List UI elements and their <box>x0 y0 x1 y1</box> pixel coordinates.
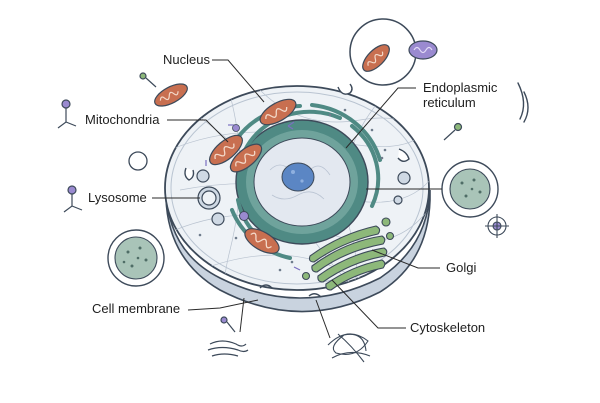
nucleolus <box>281 162 315 192</box>
receptor-icon <box>57 99 77 129</box>
ribosomes <box>198 108 387 272</box>
cell-body <box>164 83 431 313</box>
vesicle-purple <box>239 211 249 221</box>
pin-icon <box>139 72 157 88</box>
vesicle-purple <box>232 124 240 132</box>
mitochondrion <box>229 143 263 173</box>
nucleus <box>235 119 369 245</box>
leader-lines <box>152 59 442 339</box>
label-cytoskeleton: Cytoskeleton <box>410 320 486 335</box>
label-cell-membrane: Cell membrane <box>92 301 181 316</box>
label-lysosome: Lysosome <box>88 190 147 205</box>
label-mitochondria: Mitochondria <box>85 112 160 127</box>
label-golgi: Golgi <box>446 260 477 275</box>
vesicle-icon <box>128 151 148 171</box>
membrane-notch <box>337 83 353 95</box>
target-icon <box>485 214 509 238</box>
mitochondrion <box>259 98 297 126</box>
membrane-side <box>165 189 431 313</box>
label-endoplasmic-reticulum: Endoplasmic reticulum <box>423 80 533 110</box>
membrane-notch <box>308 293 322 298</box>
label-nucleus: Nucleus <box>163 52 210 67</box>
fiber-icon <box>517 82 529 123</box>
mitochondrion-icon <box>154 83 188 107</box>
stacked-membrane-icon <box>207 316 249 357</box>
membrane-notch <box>259 284 273 289</box>
cytoskeleton-icon <box>327 333 371 363</box>
mitochondrion <box>209 134 243 166</box>
vacuole-zoom-icon <box>441 160 499 218</box>
mitochondrion-zoom-icon <box>349 18 438 86</box>
pin-icon <box>443 122 463 141</box>
membrane-notch <box>397 148 410 162</box>
receptor-icon <box>63 185 83 213</box>
membrane-notch <box>184 167 195 181</box>
transport-arrows <box>205 121 301 271</box>
label-er-line2: reticulum <box>423 95 476 110</box>
golgi-apparatus <box>301 217 395 291</box>
lysosome-zoom-icon <box>107 229 165 287</box>
label-er-line1: Endoplasmic <box>423 80 498 95</box>
mitochondrion <box>244 228 280 254</box>
